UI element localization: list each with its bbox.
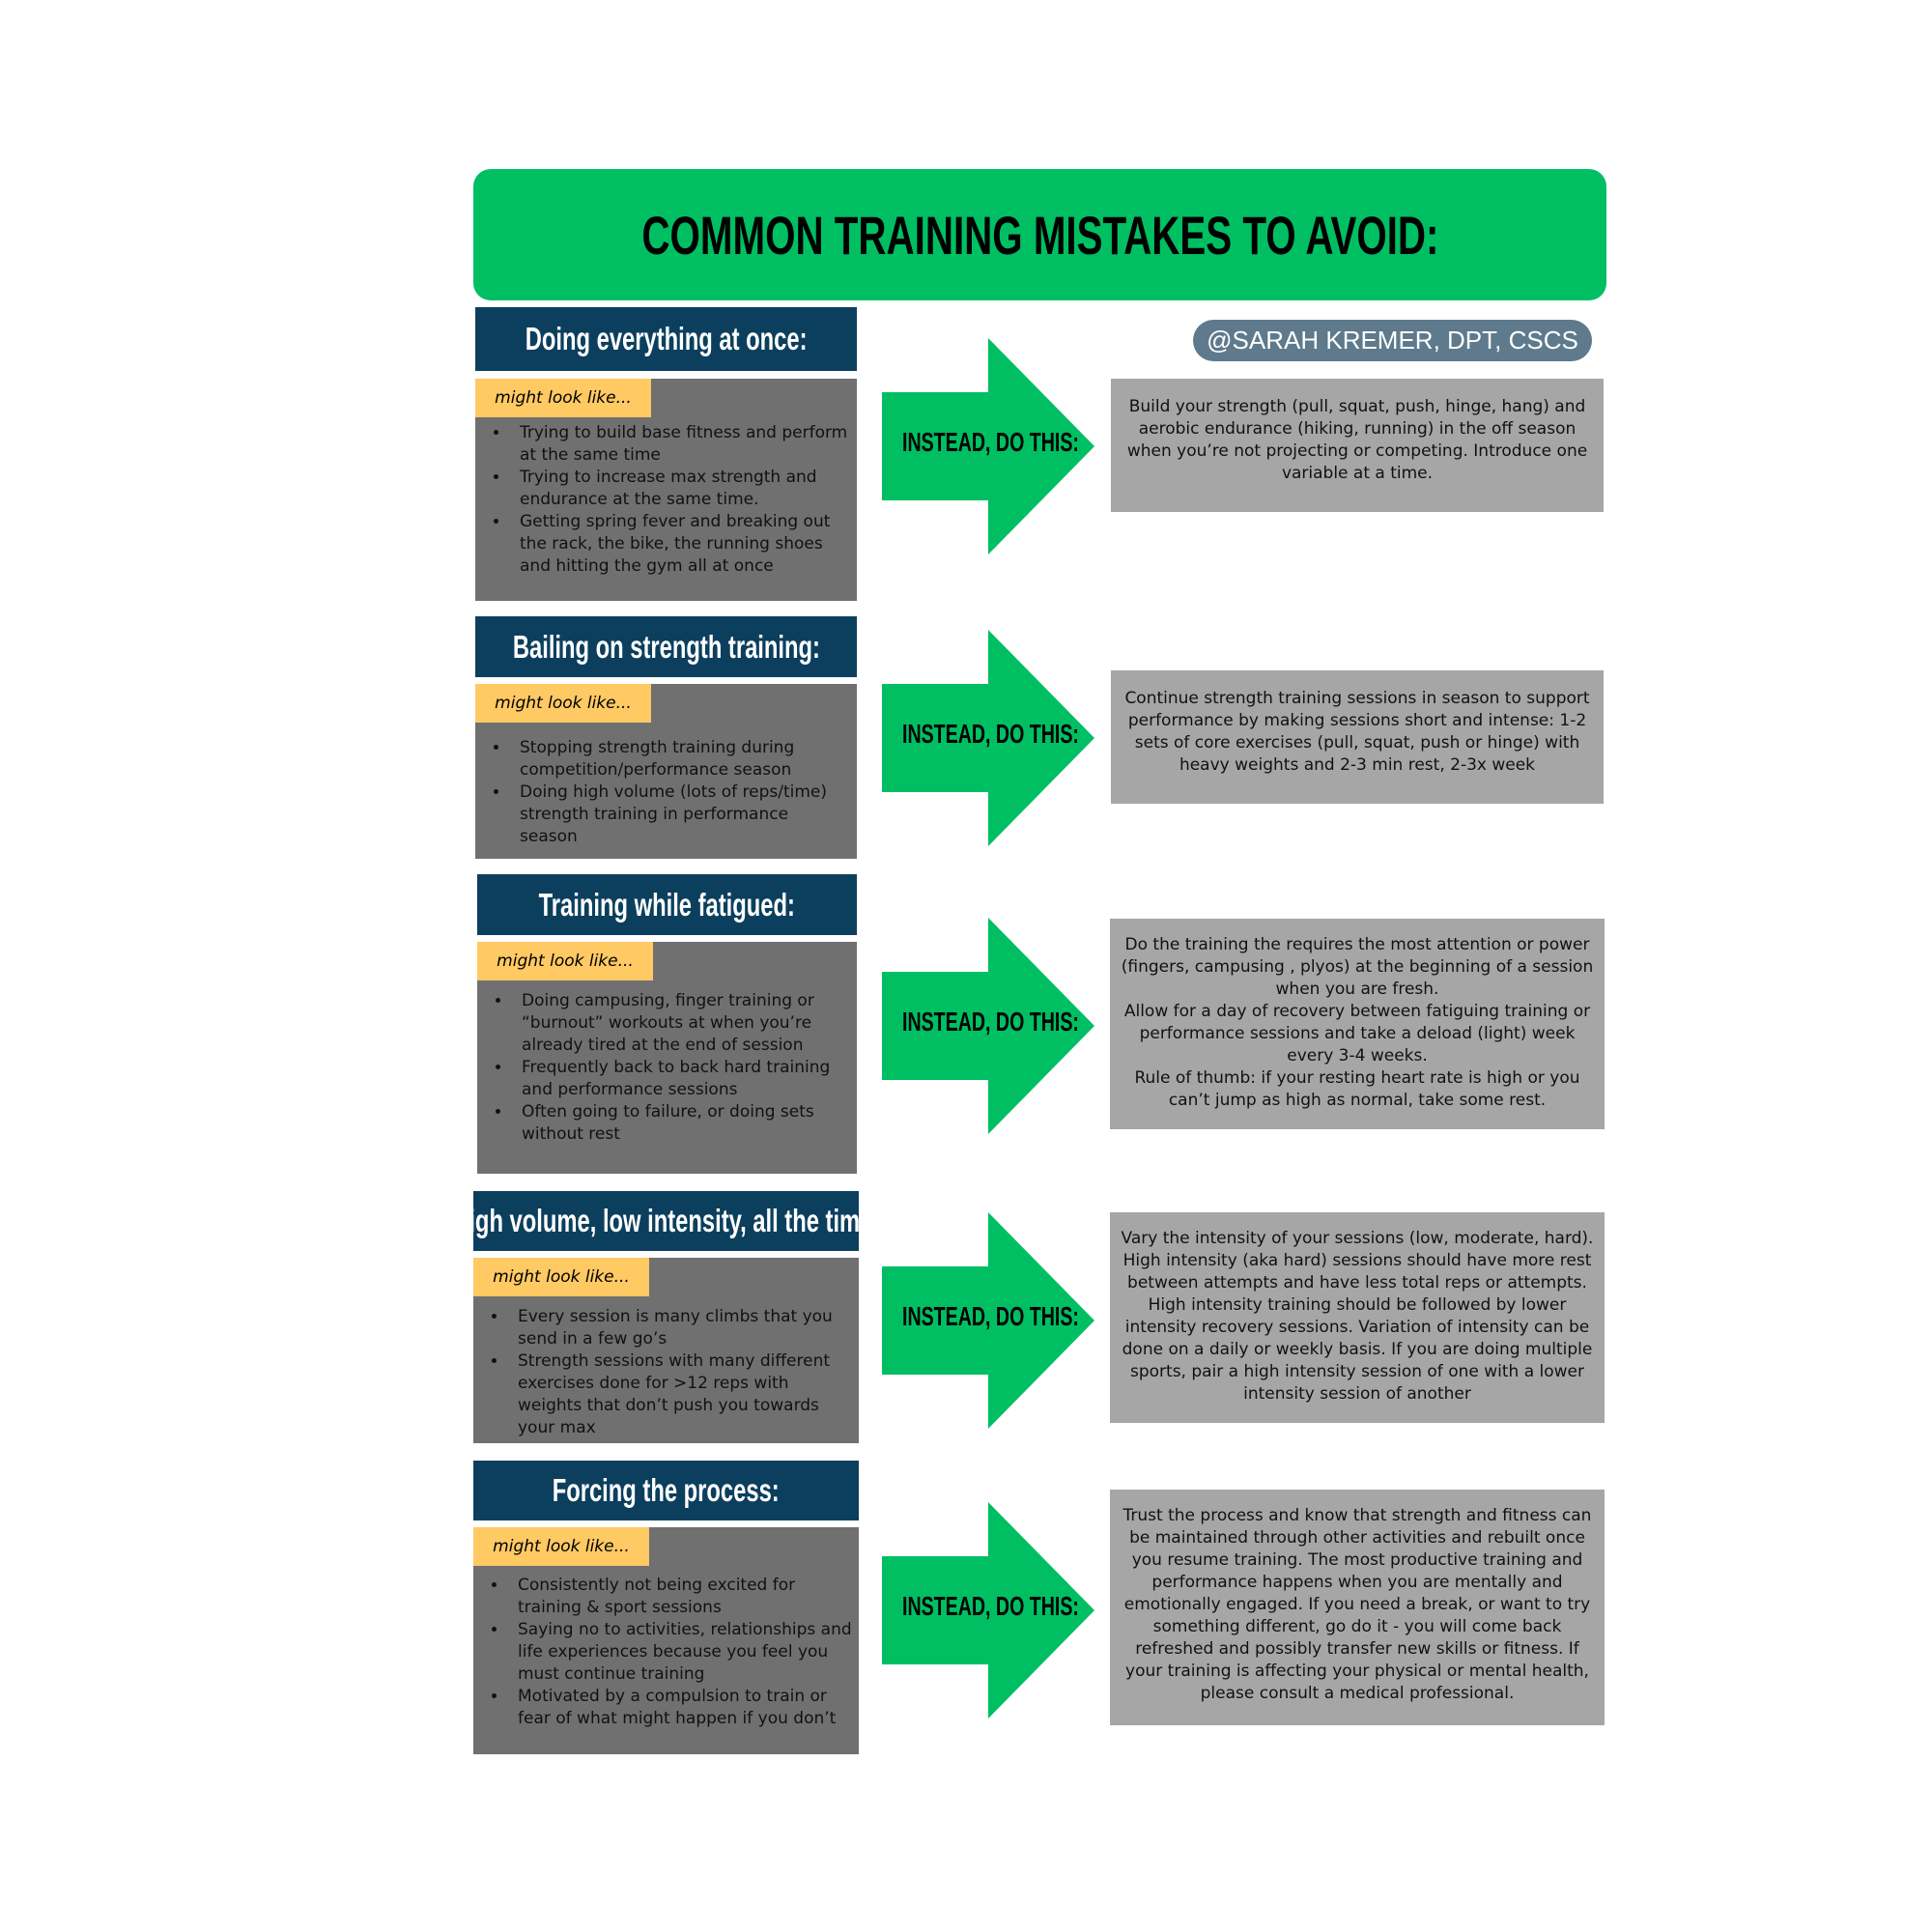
- advice-box: Do the training the requires the most at…: [1110, 919, 1605, 1129]
- mistake-item: Strength sessions with many different ex…: [508, 1350, 853, 1439]
- section-heading-text: Forcing the process:: [552, 1472, 780, 1508]
- instead-label: INSTEAD, DO THIS:: [902, 1007, 1079, 1037]
- might-look-like-tag: might look like...: [473, 1527, 649, 1566]
- arrow-right-icon: [882, 918, 1094, 1134]
- arrow-right-icon: [882, 1212, 1094, 1429]
- mistake-box: might look like... Every session is many…: [473, 1258, 859, 1443]
- mistake-item: Stopping strength training during compet…: [510, 737, 851, 781]
- mistake-list: Trying to build base fitness and perform…: [491, 422, 851, 578]
- mistake-item: Getting spring fever and breaking out th…: [510, 511, 851, 578]
- instead-label: INSTEAD, DO THIS:: [902, 427, 1079, 457]
- section-heading: Doing everything at once:: [475, 307, 857, 371]
- section-heading-text: High volume, low intensity, all the time…: [451, 1203, 881, 1238]
- might-look-like-tag: might look like...: [475, 379, 651, 417]
- mistake-box: might look like... Stopping strength tra…: [475, 684, 857, 859]
- instead-label: INSTEAD, DO THIS:: [902, 719, 1079, 749]
- mistake-item: Often going to failure, or doing sets wi…: [512, 1101, 851, 1146]
- title-banner: COMMON TRAINING MISTAKES TO AVOID:: [473, 169, 1606, 300]
- advice-box: Continue strength training sessions in s…: [1111, 670, 1604, 804]
- might-look-like-tag: might look like...: [477, 942, 653, 980]
- section-heading: Training while fatigued:: [477, 874, 857, 935]
- section-heading-text: Bailing on strength training:: [512, 628, 820, 665]
- advice-box: Trust the process and know that strength…: [1110, 1490, 1605, 1725]
- mistake-box: might look like... Doing campusing, fing…: [477, 942, 857, 1174]
- section-heading: High volume, low intensity, all the time…: [452, 1191, 880, 1251]
- mistake-list: Doing campusing, finger training or “bur…: [493, 990, 851, 1146]
- section-heading: Forcing the process:: [473, 1461, 859, 1520]
- author-badge: @SARAH KREMER, DPT, CSCS: [1193, 320, 1592, 361]
- mistake-item: Every session is many climbs that you se…: [508, 1306, 853, 1350]
- advice-box: Build your strength (pull, squat, push, …: [1111, 379, 1604, 512]
- mistake-item: Saying no to activities, relationships a…: [508, 1619, 853, 1686]
- mistake-item: Motivated by a compulsion to train or fe…: [508, 1686, 853, 1730]
- mistake-item: Trying to increase max strength and endu…: [510, 467, 851, 511]
- mistake-item: Frequently back to back hard training an…: [512, 1057, 851, 1101]
- mistake-item: Trying to build base fitness and perform…: [510, 422, 851, 467]
- section-heading-text: Training while fatigued:: [538, 886, 796, 923]
- mistake-list: Stopping strength training during compet…: [491, 737, 851, 848]
- instead-label: INSTEAD, DO THIS:: [902, 1591, 1079, 1621]
- arrow-right-icon: [882, 630, 1094, 846]
- mistake-item: Doing high volume (lots of reps/time) st…: [510, 781, 851, 848]
- mistake-box: might look like... Trying to build base …: [475, 379, 857, 601]
- mistake-item: Consistently not being excited for train…: [508, 1575, 853, 1619]
- mistake-list: Every session is many climbs that you se…: [489, 1306, 853, 1439]
- arrow-right-icon: [882, 1502, 1094, 1719]
- advice-box: Vary the intensity of your sessions (low…: [1110, 1212, 1605, 1423]
- section-heading-text: Doing everything at once:: [525, 321, 808, 356]
- section-heading: Bailing on strength training:: [475, 616, 857, 677]
- might-look-like-tag: might look like...: [475, 684, 651, 723]
- page-title: COMMON TRAINING MISTAKES TO AVOID:: [640, 204, 1439, 266]
- instead-label: INSTEAD, DO THIS:: [902, 1301, 1079, 1331]
- mistake-box: might look like... Consistently not bein…: [473, 1527, 859, 1754]
- might-look-like-tag: might look like...: [473, 1258, 649, 1296]
- mistake-item: Doing campusing, finger training or “bur…: [512, 990, 851, 1057]
- arrow-right-icon: [882, 338, 1094, 554]
- mistake-list: Consistently not being excited for train…: [489, 1575, 853, 1730]
